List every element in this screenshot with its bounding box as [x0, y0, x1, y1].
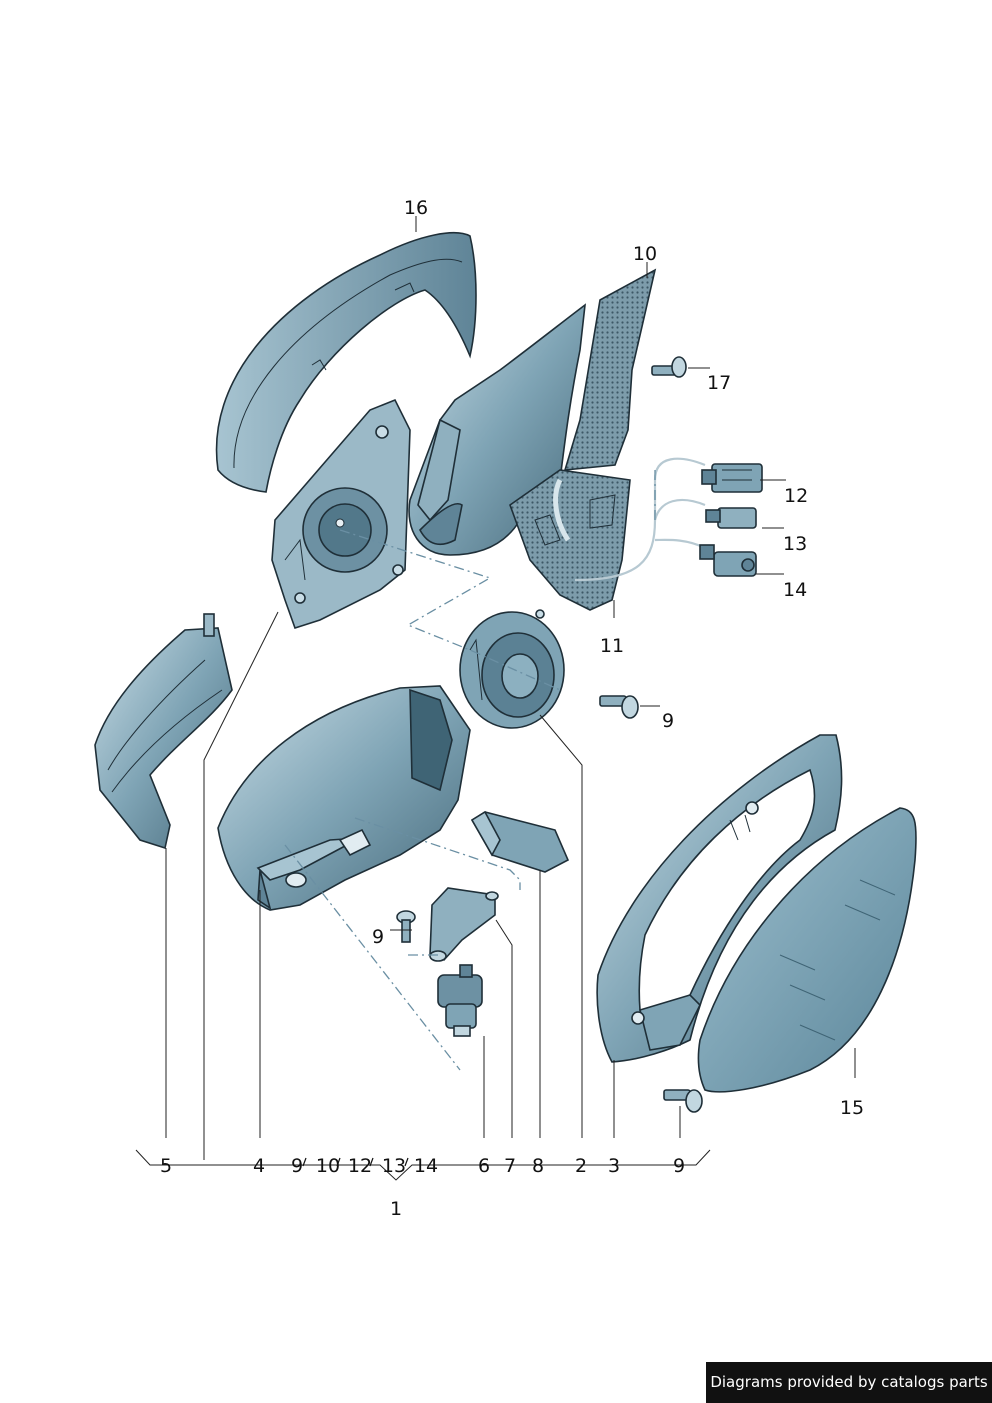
turn-signal-part — [94, 613, 233, 850]
bottom-label-10: 10 — [316, 1155, 340, 1177]
bottom-label-12: 12 — [348, 1155, 372, 1177]
callout-15: 15 — [840, 1097, 864, 1119]
bottom-label-2: 2 — [575, 1155, 587, 1177]
connector-12-part — [701, 463, 763, 493]
sensor-unit-part — [437, 964, 483, 1037]
bottom-label-8: 8 — [532, 1155, 544, 1177]
connector-13-part — [705, 507, 757, 529]
callout-16: 16 — [404, 197, 428, 219]
assembly-lines — [284, 470, 656, 1071]
glass-carrier-part — [596, 734, 843, 1063]
bottom-label-6: 6 — [478, 1155, 490, 1177]
adjustment-motor-part — [459, 609, 565, 729]
bottom-label-5: 5 — [160, 1155, 172, 1177]
bottom-label-9: 9 — [291, 1155, 303, 1177]
screw-bracket-part — [396, 910, 416, 943]
callout-10: 10 — [633, 243, 657, 265]
callout-labels: 16 10 17 12 13 14 11 9 9 15 5 4 9 10 12 … — [160, 197, 864, 1220]
mirror-cap-part — [215, 231, 477, 493]
gasket-strip-part — [563, 268, 657, 471]
sensor-bracket-part — [429, 887, 499, 962]
attribution-banner: Diagrams provided by catalogs parts — [706, 1362, 992, 1403]
callout-11: 11 — [600, 635, 624, 657]
bottom-label-7: 7 — [504, 1155, 516, 1177]
callout-9-motor: 9 — [662, 710, 674, 732]
bottom-label-4: 4 — [253, 1155, 265, 1177]
screw-motor-part — [599, 695, 639, 719]
screw-housing-part — [651, 356, 687, 378]
bottom-label-13: 13 — [382, 1155, 406, 1177]
bottom-label-9-right: 9 — [673, 1155, 685, 1177]
callout-1: 1 — [390, 1198, 402, 1220]
leader-lines — [135, 216, 856, 1181]
callout-9-bracket: 9 — [372, 926, 384, 948]
bottom-label-14: 14 — [414, 1155, 438, 1177]
callout-12: 12 — [784, 485, 808, 507]
mirror-glass-part — [697, 807, 917, 1093]
puddle-lamp-part — [470, 810, 570, 873]
base-seal-part — [509, 469, 631, 611]
callout-13: 13 — [783, 533, 807, 555]
housing-shell-part — [217, 685, 471, 911]
callout-14: 14 — [783, 579, 807, 601]
screw-glass-part — [663, 1089, 703, 1113]
bottom-label-3: 3 — [608, 1155, 620, 1177]
connector-14-part — [699, 544, 757, 577]
callout-17: 17 — [707, 372, 731, 394]
adjustment-frame-part — [271, 398, 411, 629]
